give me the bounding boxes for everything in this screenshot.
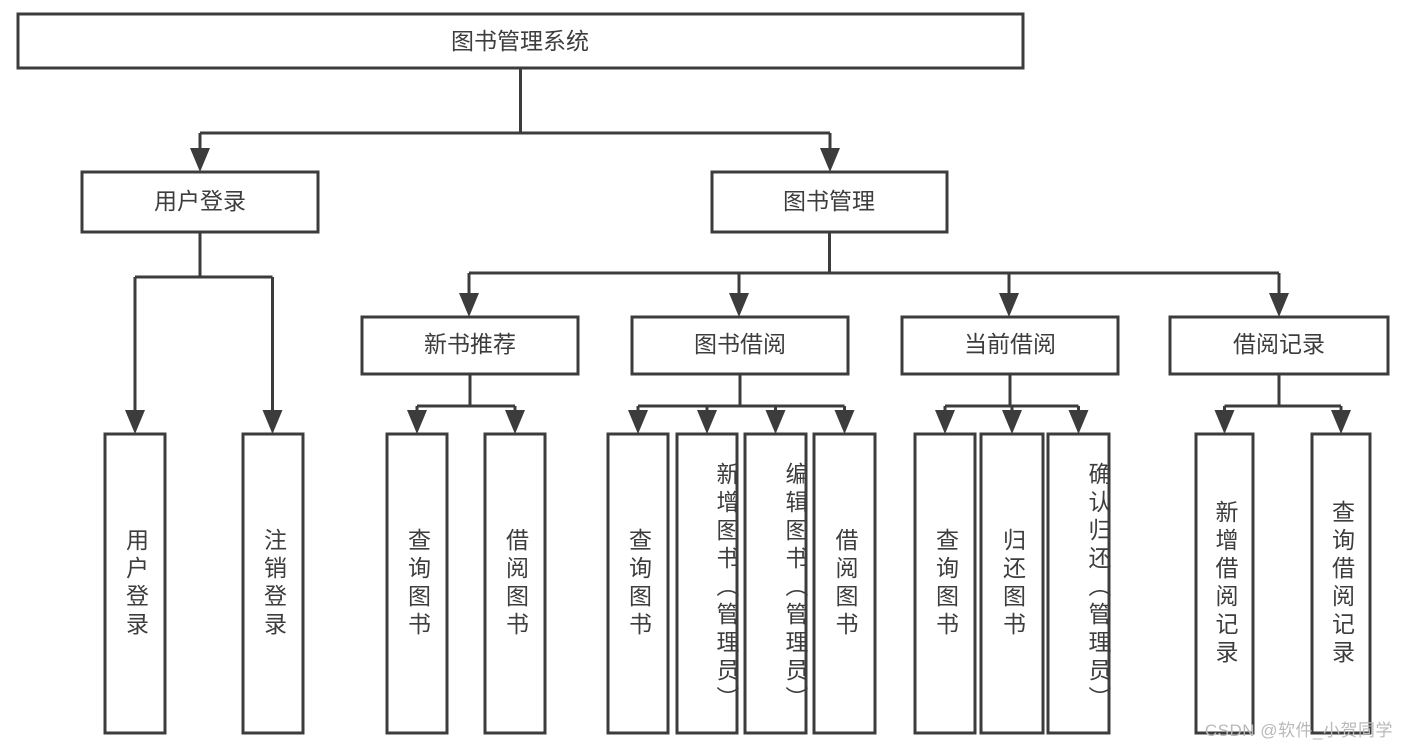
leaf-node-query-borrow-record[interactable] [1310,432,1372,735]
node-new-book-recommend[interactable]: 新书推荐 [360,315,580,376]
leaf-node-query-book-borrow[interactable] [606,432,670,735]
node-book-borrow[interactable]: 图书借阅 [630,315,850,376]
node-book-management[interactable]: 图书管理 [710,170,949,234]
connector-borrow-record-to-leaves [1214,374,1351,434]
connector-user-login-to-leaves [125,232,283,434]
node-root-system[interactable]: 图书管理系统 [16,12,1025,70]
node-new-book-recommend-label: 新书推荐 [424,331,516,357]
connector-book-borrow-to-leaves [628,374,855,434]
connector-root-to-level2 [190,68,840,172]
leaf-node-confirm-return-admin[interactable] [1046,432,1111,735]
leaf-node-return-book[interactable] [979,432,1045,735]
node-book-management-label: 图书管理 [783,188,875,214]
leaf-node-user-login[interactable] [103,432,167,735]
leaf-node-query-book-new[interactable] [385,432,449,735]
connector-new-book-to-leaves [407,374,525,434]
leaf-node-edit-book-admin[interactable] [743,432,808,735]
node-borrow-record-label: 借阅记录 [1233,331,1325,357]
leaf-node-borrow-book-new[interactable] [483,432,547,735]
leaf-node-borrow-book[interactable] [812,432,877,735]
leaf-node-add-borrow-record[interactable] [1194,432,1255,735]
leaf-node-logout[interactable] [241,432,305,735]
node-user-login-label: 用户登录 [154,188,246,214]
node-current-borrow[interactable]: 当前借阅 [900,315,1120,376]
connector-current-borrow-to-leaves [935,374,1089,434]
node-borrow-record[interactable]: 借阅记录 [1168,315,1390,376]
watermark-text: CSDN @软件_小贺同学 [1204,721,1393,740]
connector-book-mgmt-to-level3 [459,232,1289,317]
leaf-node-query-book-current[interactable] [913,432,977,735]
leaf-node-add-book-admin[interactable] [675,432,739,735]
node-book-borrow-label: 图书借阅 [694,331,786,357]
node-root-system-label: 图书管理系统 [451,28,589,54]
node-current-borrow-label: 当前借阅 [964,331,1056,357]
node-user-login[interactable]: 用户登录 [80,170,320,234]
